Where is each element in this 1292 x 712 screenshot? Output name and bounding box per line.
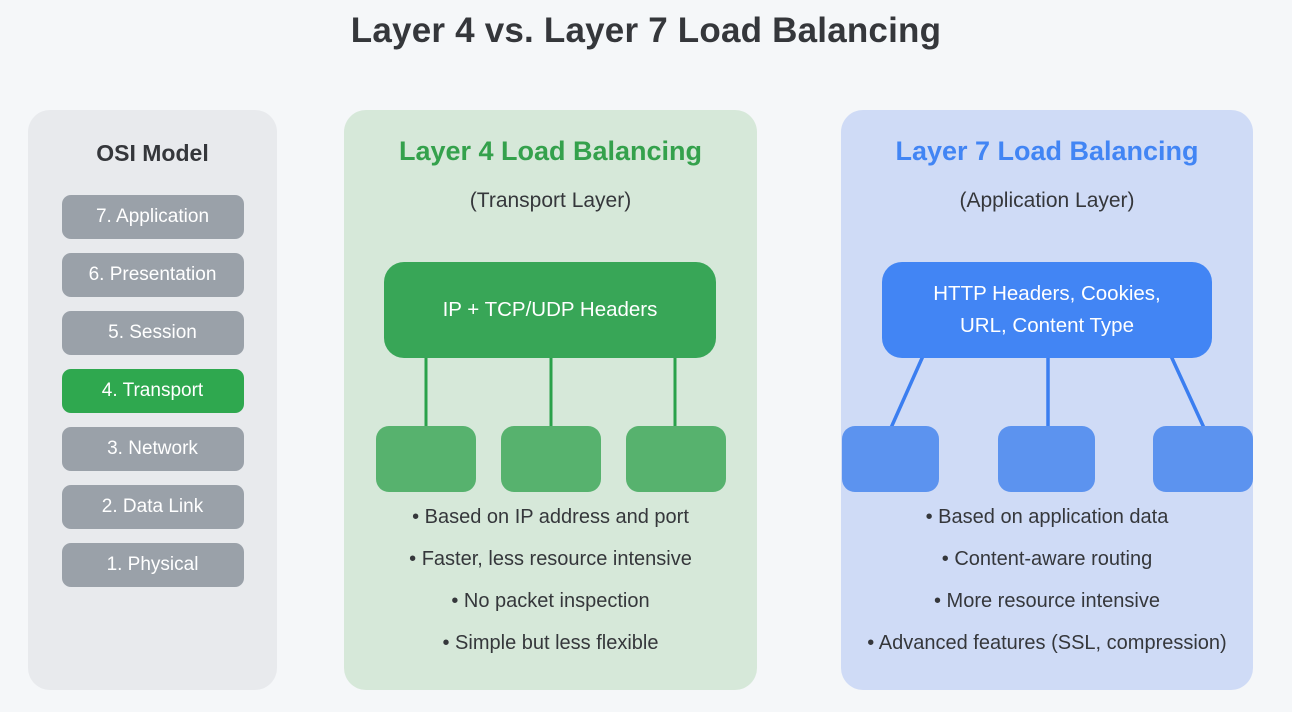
layer4-server-node <box>626 426 726 492</box>
osi-layer-box: 2. Data Link <box>61 485 244 529</box>
layer4-panel-subtitle: (Transport Layer) <box>469 189 632 212</box>
layer7-panel: Layer 7 Load Balancing (Application Laye… <box>841 110 1253 690</box>
layer4-bullet-list: • Based on IP address and port • Faster,… <box>344 505 757 655</box>
layer7-inspected-data-box: HTTP Headers, Cookies, URL, Content Type <box>882 262 1212 358</box>
layer7-panel-title: Layer 7 Load Balancing <box>895 136 1199 166</box>
layer4-panel: Layer 4 Load Balancing (Transport Layer)… <box>344 110 757 690</box>
osi-panel-title: OSI Model <box>96 140 209 166</box>
layer7-server-node <box>1153 426 1253 492</box>
osi-layer-label: 1. Physical <box>106 554 199 575</box>
layer4-bullet: • Faster, less resource intensive <box>409 548 692 570</box>
osi-model-panel: OSI Model 7. Application 6. Presentation… <box>28 110 277 690</box>
layer7-bullet: • Advanced features (SSL, compression) <box>867 632 1227 654</box>
layer7-bullet: • More resource intensive <box>934 590 1160 612</box>
osi-layer-label: 4. Transport <box>101 380 204 401</box>
layer4-bullet: • No packet inspection <box>451 590 650 612</box>
osi-layer-label: 5. Session <box>108 322 197 343</box>
layer7-server-node <box>998 426 1095 492</box>
layer7-bullet-list: • Based on application data • Content-aw… <box>841 505 1253 655</box>
page-title: Layer 4 vs. Layer 7 Load Balancing <box>350 11 942 50</box>
layer4-server-node <box>501 426 601 492</box>
layer7-panel-subtitle: (Application Layer) <box>959 189 1135 212</box>
layer7-server-node <box>842 426 939 492</box>
osi-layer-box: 5. Session <box>61 311 244 355</box>
layer4-server-node <box>376 426 476 492</box>
osi-layer-label: 7. Application <box>95 206 210 227</box>
osi-layer-box: 6. Presentation <box>61 253 244 297</box>
layer4-inspected-data-box: IP + TCP/UDP Headers <box>384 262 716 358</box>
layer7-inspected-data-label: HTTP Headers, Cookies, URL, Content Type <box>933 282 1161 337</box>
layer7-bullet: • Based on application data <box>925 506 1169 528</box>
osi-layer-label: 3. Network <box>107 438 198 459</box>
layer4-panel-title: Layer 4 Load Balancing <box>398 136 703 166</box>
layer4-bullet: • Based on IP address and port <box>412 506 689 528</box>
osi-layer-box: 1. Physical <box>61 543 244 587</box>
osi-layer-box: 4. Transport <box>61 369 244 413</box>
layer4-inspected-data-label: IP + TCP/UDP Headers <box>442 298 658 321</box>
osi-layer-label: 2. Data Link <box>101 496 204 517</box>
osi-layer-box: 7. Application <box>61 195 244 239</box>
layer4-bullet: • Simple but less flexible <box>442 632 659 654</box>
osi-layer-list: 7. Application 6. Presentation 5. Sessio… <box>28 195 277 587</box>
osi-layer-label: 6. Presentation <box>88 264 217 285</box>
osi-layer-box: 3. Network <box>61 427 244 471</box>
layer7-bullet: • Content-aware routing <box>941 548 1153 570</box>
